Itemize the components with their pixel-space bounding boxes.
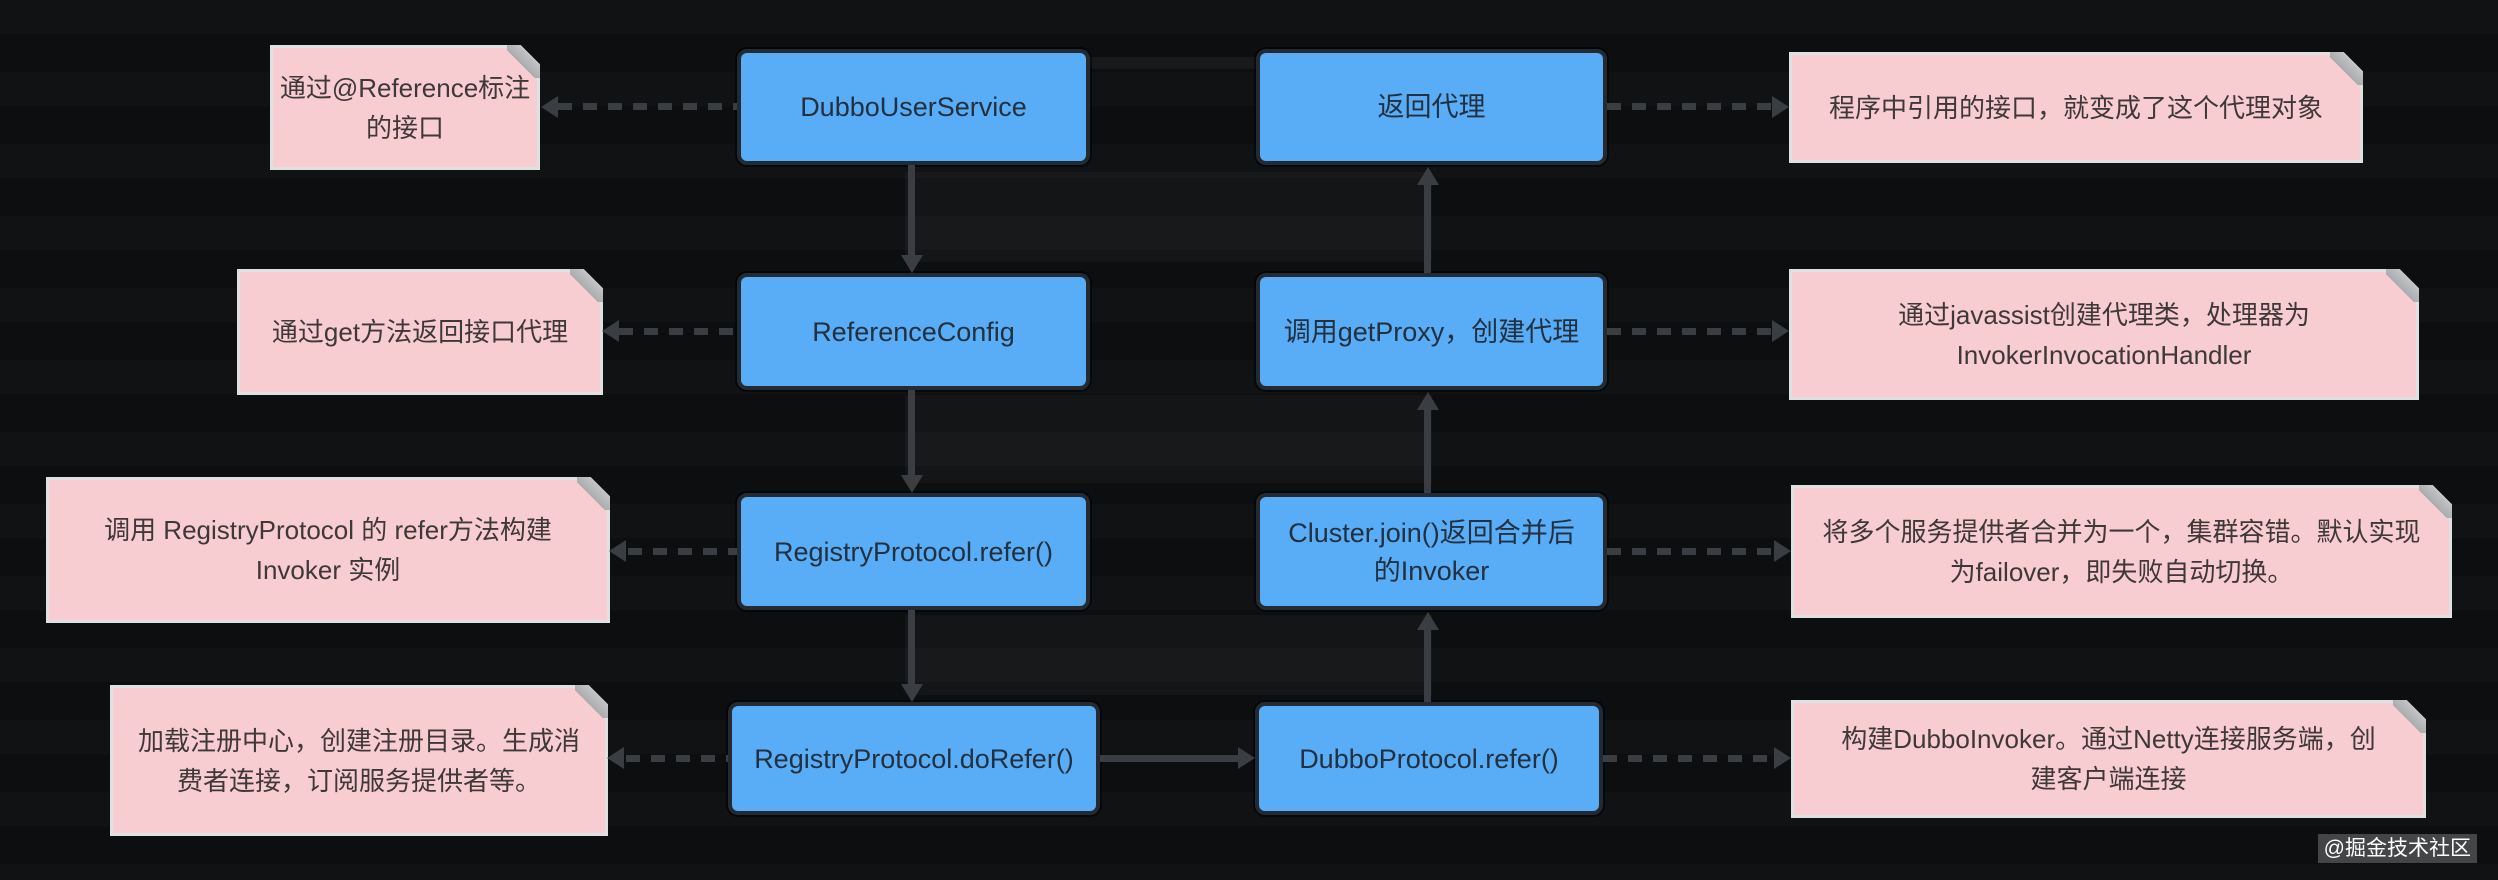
connector-service-to-config: [908, 165, 915, 255]
connector-dashed-row1-right: [1607, 103, 1774, 110]
note-registry-protocol-refer: 调用 RegistryProtocol 的 refer方法构建 Invoker …: [49, 477, 610, 620]
node-dubbo-protocol-refer: DubboProtocol.refer(): [1255, 702, 1603, 815]
note-text: 通过@Reference标注 的接口: [279, 72, 531, 143]
arrowhead-left-icon: [541, 96, 558, 118]
arrowhead-right-icon: [1238, 747, 1255, 769]
note-cluster-failover: 将多个服务提供者合并为一个，集群容错。默认实现 为failover，即失败自动切…: [1794, 485, 2452, 615]
arrowhead-up-icon: [1417, 392, 1439, 410]
note-fold-icon: [2386, 269, 2419, 302]
note-get-method-proxy: 通过get方法返回接口代理: [240, 269, 603, 392]
connector-dashed-row2-right: [1607, 328, 1774, 335]
connector-dashed-row4-left: [626, 755, 728, 762]
note-text: 构建DubboInvoker。通过Netty连接服务端，创 建客户端连接: [1841, 724, 2376, 794]
connector-dashed-row1-left: [558, 103, 737, 110]
connector-dashed-row4-right: [1603, 755, 1776, 762]
note-fold-icon: [507, 45, 540, 78]
note-fold-icon: [577, 477, 610, 510]
note-fold-icon: [2330, 52, 2363, 85]
note-text: 加载注册中心，创建注册目录。生成消 费者连接，订阅服务提供者等。: [137, 725, 580, 796]
note-load-registry-center: 加载注册中心，创建注册目录。生成消 费者连接，订阅服务提供者等。: [113, 685, 608, 833]
node-reference-config: ReferenceConfig: [737, 273, 1090, 390]
connector-dubbo-refer-to-cluster: [1424, 630, 1431, 702]
juejin-watermark: @掘金技术社区: [2317, 834, 2477, 863]
connector-dashed-row2-left: [619, 328, 737, 335]
arrowhead-right-icon: [1772, 96, 1789, 118]
note-program-proxy-object: 程序中引用的接口，就变成了这个代理对象: [1792, 52, 2363, 160]
artifact-band: [905, 395, 1432, 483]
note-text: 调用 RegistryProtocol 的 refer方法构建 Invoker …: [104, 515, 552, 585]
node-registry-protocol-refer: RegistryProtocol.refer(): [737, 493, 1090, 610]
arrowhead-up-icon: [1417, 167, 1439, 185]
connector-get-proxy-to-return: [1424, 185, 1431, 273]
note-fold-icon: [575, 685, 608, 718]
note-javassist-handler: 通过javassist创建代理类，处理器为 InvokerInvocationH…: [1792, 269, 2419, 397]
note-text: 将多个服务提供者合并为一个，集群容错。默认实现 为failover，即失败自动切…: [1822, 516, 2421, 587]
connector-cluster-to-get-proxy: [1424, 410, 1431, 493]
artifact-band: [905, 172, 1432, 262]
note-text: 程序中引用的接口，就变成了这个代理对象: [1828, 92, 2323, 123]
arrowhead-right-icon: [1774, 747, 1791, 769]
node-get-proxy: 调用getProxy，创建代理: [1256, 273, 1607, 390]
arrowhead-left-icon: [609, 540, 626, 562]
connector-dashed-row3-left: [628, 548, 737, 555]
note-text: 通过javassist创建代理类，处理器为 InvokerInvocationH…: [1898, 299, 2310, 370]
arrowhead-down-icon: [901, 684, 923, 702]
node-cluster-join: Cluster.join()返回合并后 的Invoker: [1256, 493, 1607, 610]
note-reference-annotation: 通过@Reference标注 的接口: [273, 45, 540, 167]
note-dubbo-invoker-netty: 构建DubboInvoker。通过Netty连接服务端，创 建客户端连接: [1794, 700, 2426, 815]
node-registry-protocol-do-refer: RegistryProtocol.doRefer(): [728, 702, 1100, 815]
note-fold-icon: [570, 269, 603, 302]
arrowhead-down-icon: [901, 255, 923, 273]
arrowhead-left-icon: [602, 320, 619, 342]
note-text: 通过get方法返回接口代理: [271, 317, 569, 347]
artifact-band: [905, 615, 1432, 695]
arrowhead-up-icon: [1417, 612, 1439, 630]
connector-return-proxy-to-service: [1090, 57, 1256, 69]
connector-dashed-row3-right: [1607, 548, 1776, 555]
arrowhead-left-icon: [607, 747, 624, 769]
note-fold-icon: [2393, 700, 2426, 733]
connector-refer-to-do-refer: [908, 610, 915, 684]
arrowhead-right-icon: [1774, 540, 1791, 562]
node-return-proxy: 返回代理: [1256, 49, 1607, 165]
connector-config-to-refer: [908, 390, 915, 475]
connector-do-refer-to-dubbo-refer: [1100, 755, 1238, 762]
node-dubbo-user-service: DubboUserService: [737, 49, 1090, 165]
note-fold-icon: [2419, 485, 2452, 518]
arrowhead-right-icon: [1772, 320, 1789, 342]
arrowhead-down-icon: [901, 475, 923, 493]
